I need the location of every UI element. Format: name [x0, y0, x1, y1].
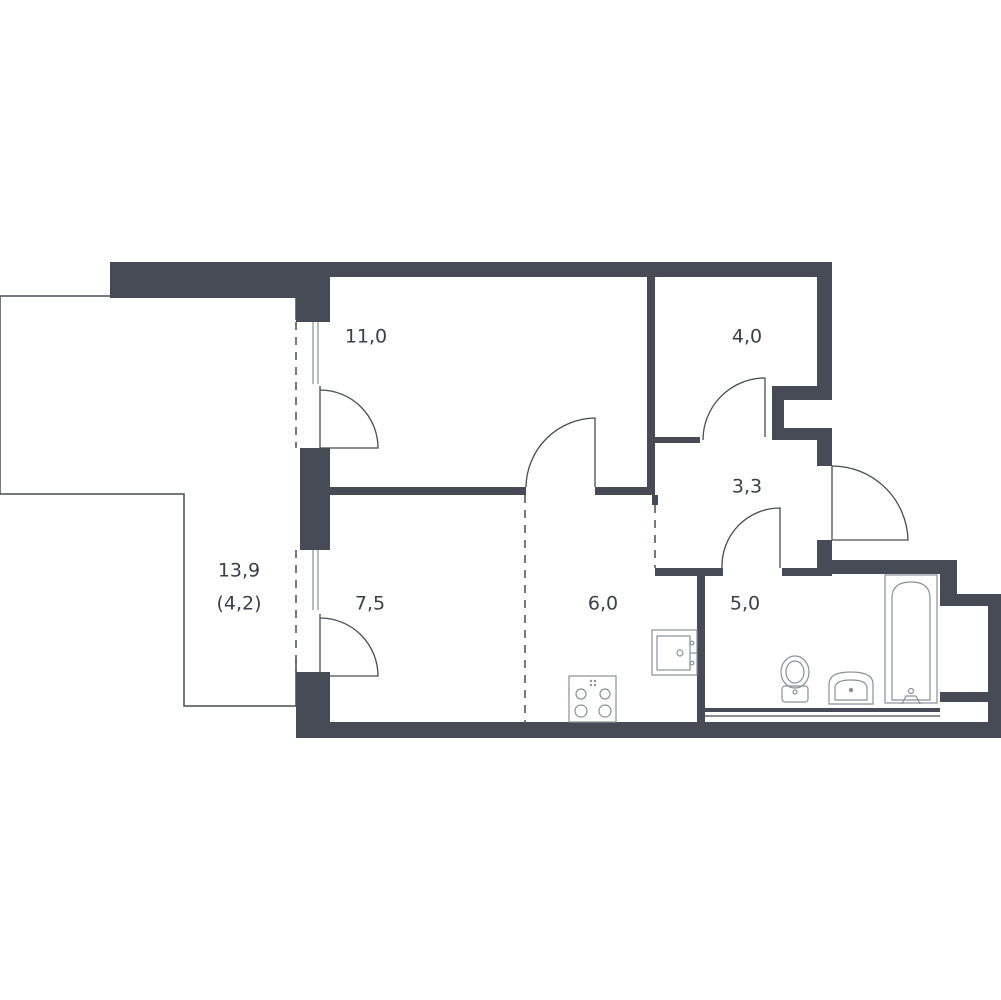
wall-kitchen-right [697, 568, 705, 728]
wall-shaft-top [940, 594, 1001, 606]
doors [319, 377, 909, 677]
exterior-walls [110, 262, 1001, 738]
room-area-7: 7,5 [355, 593, 385, 615]
wall-left-upper [296, 262, 330, 322]
wall-top-thick [110, 262, 330, 298]
wall-bath-right [940, 560, 957, 602]
wall-room1-bottom-right [595, 487, 655, 495]
room-labels: 11,0 4,0 3,3 13,9 (4,2) 7,5 6,0 5,0 [216, 326, 762, 615]
room-area-3: 3,3 [732, 476, 762, 498]
wall-shaft-right [988, 594, 1001, 738]
wall-right-notch-v [772, 386, 784, 438]
wall-right-notch [772, 386, 832, 400]
wall-right-upper [817, 262, 832, 400]
wall-hall-left [652, 495, 658, 505]
sink-icon [651, 629, 698, 676]
stove-icon [568, 675, 617, 723]
window-lines [295, 322, 319, 672]
wall-bath-inner [705, 708, 940, 712]
bathroom-area: 5,0 [730, 593, 760, 615]
wall-right-mid [817, 428, 832, 466]
wall-bath-top [817, 560, 957, 574]
wall-hall-bottom-r [782, 568, 832, 576]
wall-room1-right [647, 277, 655, 495]
room-area-4: 4,0 [732, 326, 762, 348]
wall-left-mid [300, 448, 330, 550]
wall-hall-bottom [655, 568, 723, 576]
toilet-icon [780, 655, 810, 703]
wall-room2-bottom [655, 437, 700, 443]
wall-shaft-mid [940, 692, 1001, 702]
open-passages [524, 495, 656, 722]
interior-walls [330, 277, 940, 728]
balcony-area: 13,9 [218, 560, 260, 582]
wall-room1-bottom-left [330, 487, 526, 495]
wall-bottom [296, 722, 1000, 738]
balcony-outline [0, 295, 297, 707]
room-area-11: 11,0 [345, 326, 387, 348]
kitchen-area: 6,0 [588, 593, 618, 615]
balcony-area-sub: (4,2) [216, 593, 261, 615]
washbasin-icon [828, 671, 874, 705]
bathtub-icon [884, 574, 938, 705]
